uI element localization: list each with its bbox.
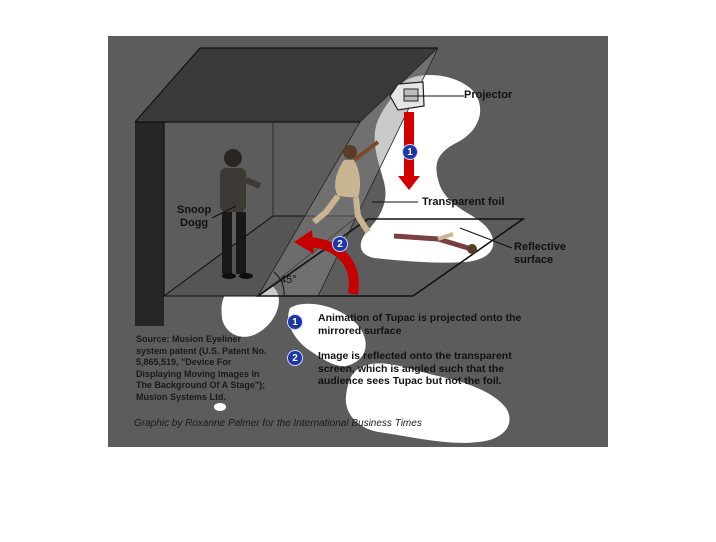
step-2-badge-diagram: 2 [332, 236, 348, 252]
source-note: Source: Musion Eyeliner system patent (U… [136, 334, 267, 403]
step-2-badge: 2 [287, 350, 303, 366]
step-1-badge: 1 [287, 314, 303, 330]
step-1-text: Animation of Tupac is projected onto the… [318, 312, 521, 337]
angle-label: 45° [280, 274, 297, 287]
reflective-surface-label: Reflective surface [514, 241, 566, 267]
performer-label: Snoop Dogg [177, 204, 211, 230]
step-1-badge-diagram: 1 [402, 144, 418, 160]
step-2-text: Image is reflected onto the transparent … [318, 350, 512, 388]
transparent-foil-label: Transparent foil [422, 196, 505, 209]
graphic-credit: Graphic by Roxanne Palmer for the Intern… [134, 418, 422, 429]
projector-label: Projector [464, 89, 512, 102]
